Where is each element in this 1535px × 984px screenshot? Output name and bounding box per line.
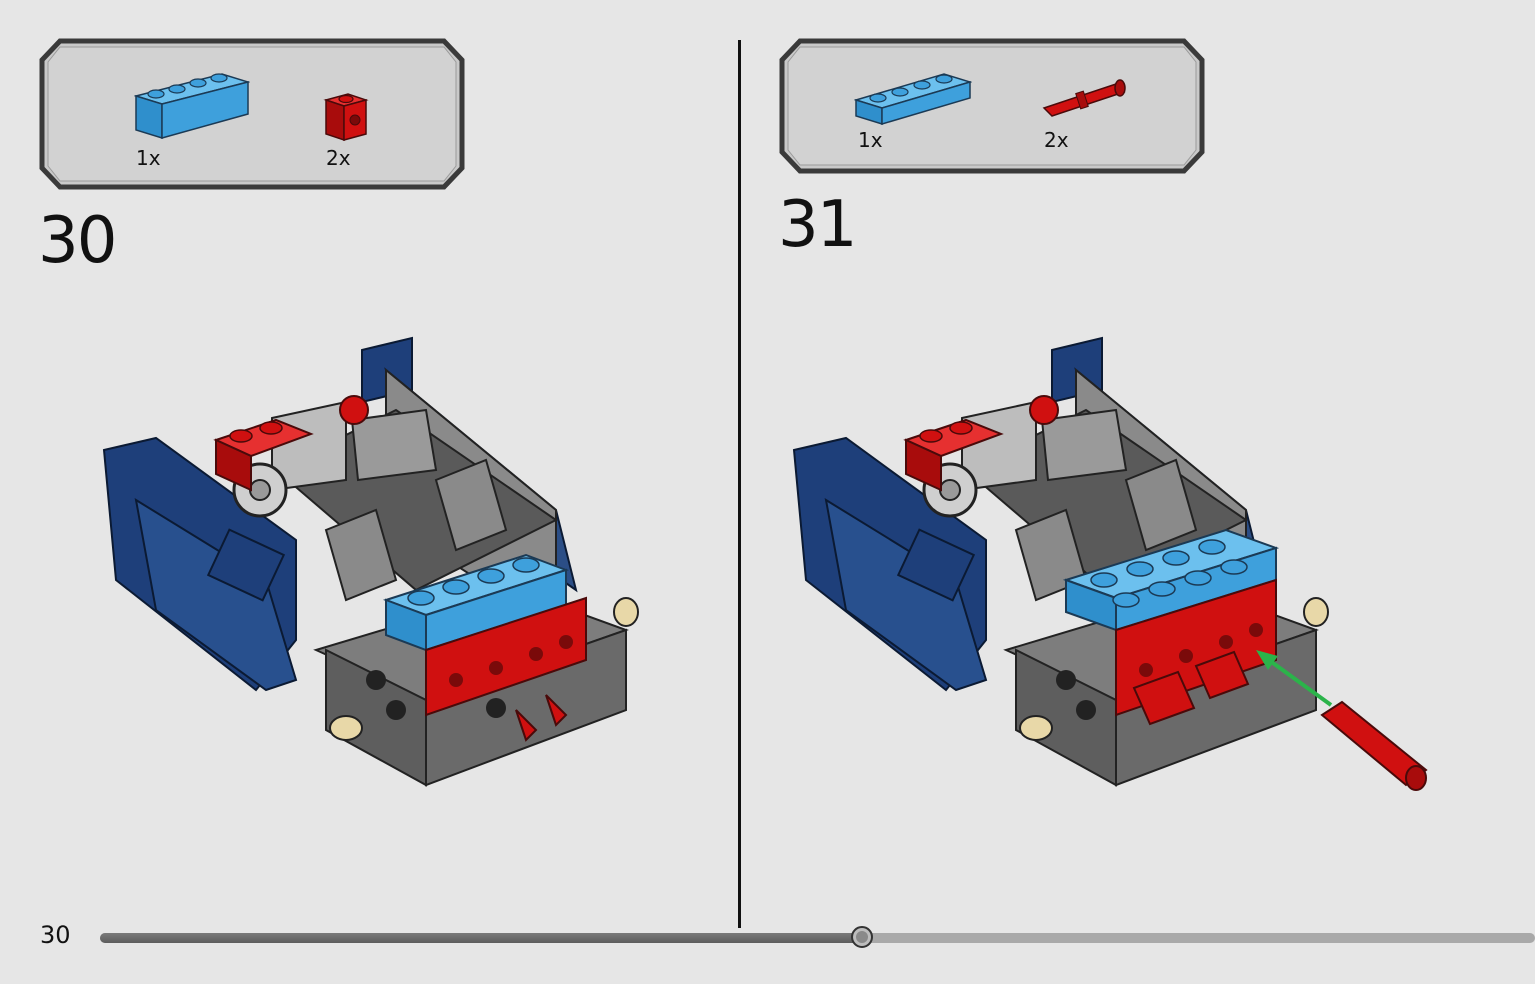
progress-bar-fill [100,933,862,943]
callout-frame [39,38,465,190]
part-qty: 2x [1044,128,1069,152]
progress-handle[interactable] [851,926,873,948]
step-30-parts-callout: 1x 2x [38,38,466,190]
step-30-model-illustration [102,336,639,787]
step-number: 30 [38,204,117,278]
blue-1x4-brick-icon [134,73,250,140]
step-number: 31 [778,188,857,262]
page-number: 30 [40,921,71,949]
step-31-parts-callout: 1x 2x [778,38,1206,174]
part-qty: 1x [136,146,161,170]
red-technic-brick-icon [323,93,369,142]
red-technic-pin-icon [1042,79,1126,117]
callout-frame [779,38,1205,174]
part-qty: 2x [326,146,351,170]
part-qty: 1x [858,128,883,152]
step-divider [738,40,741,928]
progress-bar[interactable] [100,926,1535,948]
step-31-model-illustration [792,336,1428,791]
blue-1x4-plate-icon [854,73,972,126]
